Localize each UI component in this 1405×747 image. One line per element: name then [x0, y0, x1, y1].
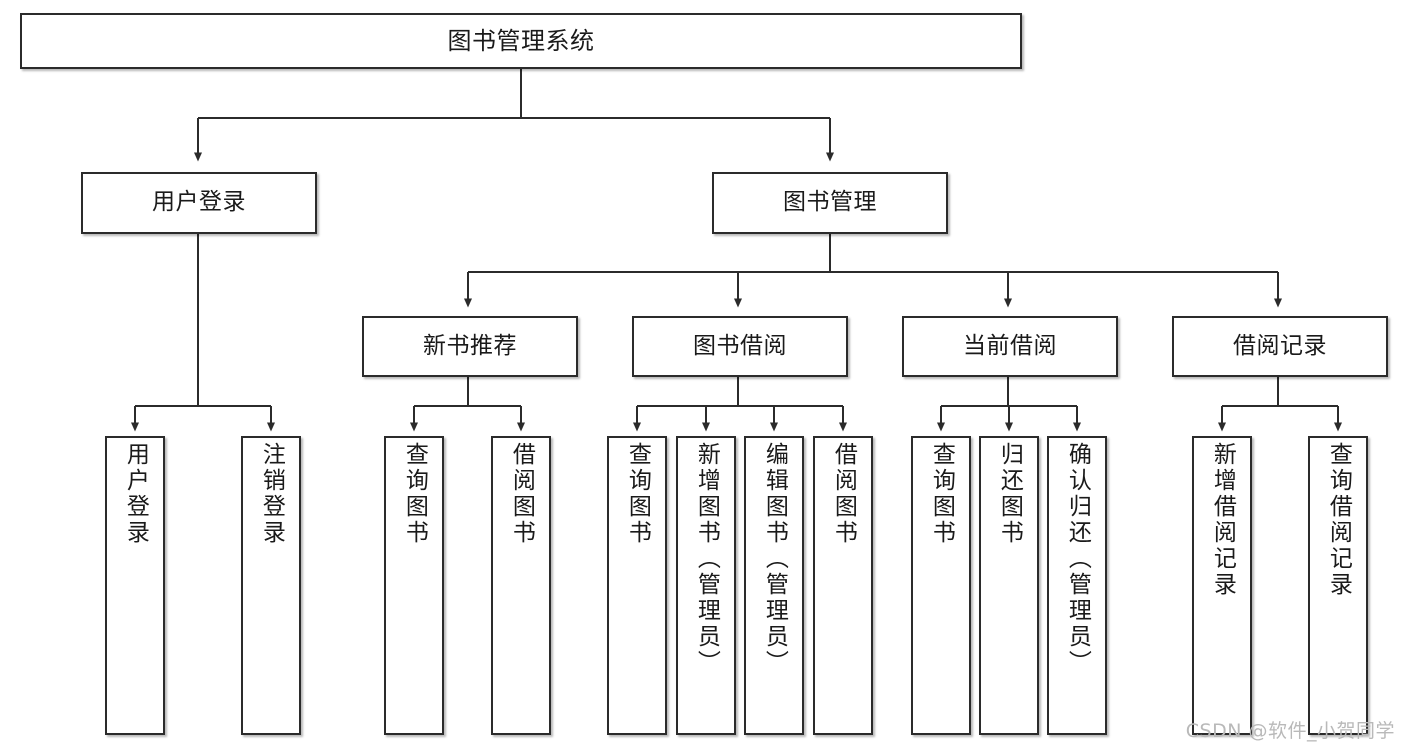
- leaf-edit-book-label: 编辑图书（管理员）: [761, 442, 788, 676]
- node-new-book-recommend[interactable]: 新书推荐: [362, 316, 578, 377]
- leaf-query-book-1-label: 查询图书: [401, 442, 428, 546]
- node-borrow-record-label: 借阅记录: [1233, 332, 1327, 359]
- csdn-watermark: CSDN @软件_小贺同学: [1185, 720, 1395, 742]
- leaf-add-book-label: 新增图书（管理员）: [693, 442, 720, 676]
- leaf-borrow-book-1-label: 借阅图书: [508, 442, 535, 546]
- leaf-confirm-return-label: 确认归还（管理员）: [1064, 442, 1091, 676]
- node-root-label: 图书管理系统: [447, 26, 595, 55]
- leaf-borrow-book-2[interactable]: 借阅图书: [813, 436, 873, 735]
- leaf-add-book[interactable]: 新增图书（管理员）: [676, 436, 736, 735]
- node-borrow-record[interactable]: 借阅记录: [1172, 316, 1388, 377]
- leaf-add-borrow-record[interactable]: 新增借阅记录: [1192, 436, 1252, 735]
- leaf-return-book[interactable]: 归还图书: [979, 436, 1039, 735]
- leaf-logout[interactable]: 注销登录: [241, 436, 301, 735]
- node-user-login[interactable]: 用户登录: [81, 172, 317, 234]
- node-book-borrow[interactable]: 图书借阅: [632, 316, 848, 377]
- node-current-borrow[interactable]: 当前借阅: [902, 316, 1118, 377]
- leaf-edit-book[interactable]: 编辑图书（管理员）: [744, 436, 804, 735]
- leaf-query-borrow-record[interactable]: 查询借阅记录: [1308, 436, 1368, 735]
- leaf-query-borrow-record-label: 查询借阅记录: [1325, 442, 1352, 598]
- leaf-borrow-book-2-label: 借阅图书: [830, 442, 857, 546]
- leaf-query-book-2-label: 查询图书: [624, 442, 651, 546]
- leaf-return-book-label: 归还图书: [996, 442, 1023, 546]
- node-new-book-recommend-label: 新书推荐: [423, 332, 517, 359]
- leaf-query-book-3[interactable]: 查询图书: [911, 436, 971, 735]
- leaf-borrow-book-1[interactable]: 借阅图书: [491, 436, 551, 735]
- node-book-manage-label: 图书管理: [783, 189, 877, 216]
- leaf-add-borrow-record-label: 新增借阅记录: [1209, 442, 1236, 598]
- node-book-manage[interactable]: 图书管理: [712, 172, 948, 234]
- leaf-confirm-return[interactable]: 确认归还（管理员）: [1047, 436, 1107, 735]
- node-root[interactable]: 图书管理系统: [20, 13, 1022, 69]
- leaf-user-login-label: 用户登录: [122, 442, 149, 546]
- leaf-query-book-1[interactable]: 查询图书: [384, 436, 444, 735]
- node-current-borrow-label: 当前借阅: [963, 332, 1057, 359]
- leaf-query-book-2[interactable]: 查询图书: [607, 436, 667, 735]
- leaf-query-book-3-label: 查询图书: [928, 442, 955, 546]
- node-book-borrow-label: 图书借阅: [693, 332, 787, 359]
- leaf-user-login[interactable]: 用户登录: [105, 436, 165, 735]
- leaf-logout-label: 注销登录: [258, 442, 285, 546]
- node-user-login-label: 用户登录: [152, 189, 246, 216]
